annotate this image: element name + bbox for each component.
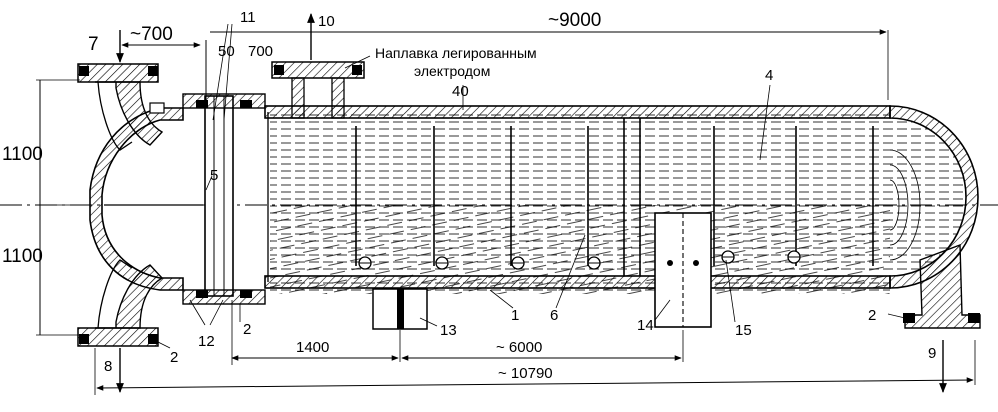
note-text: Наплавка легированным электродом (375, 45, 537, 79)
dim-6000: ~ 6000 (496, 339, 542, 356)
callout-4: 4 (765, 67, 773, 84)
nozzle-top-left (77, 63, 164, 151)
dim-10790: ~ 10790 (498, 365, 553, 382)
dim-1100-lower: 1100 (2, 246, 43, 267)
callout-12: 12 (198, 333, 215, 350)
dim-9000: ~9000 (548, 10, 601, 31)
callout-8: 8 (104, 358, 112, 375)
dim-1400: 1400 (296, 339, 329, 356)
callout-13: 13 (440, 322, 457, 339)
dim-700-left: ~700 (130, 24, 173, 45)
dimension-texts: ~700 ~9000 50 700 40 1100 1100 1400 ~ 60… (2, 10, 601, 382)
shell-body (264, 105, 891, 294)
callout-2c: 2 (868, 307, 876, 324)
callout-5: 5 (210, 167, 218, 184)
tube-bundle-rollers (358, 250, 801, 270)
support-14 (654, 212, 712, 328)
left-head (89, 102, 203, 291)
baffles (355, 118, 874, 276)
callout-1: 1 (511, 307, 519, 324)
nozzle-bottom-left (77, 259, 164, 347)
dimension-lines (36, 13, 976, 395)
callout-10: 10 (318, 13, 335, 30)
dim-40: 40 (452, 83, 469, 100)
right-head (889, 105, 979, 289)
nozzle-top (271, 61, 365, 119)
note-line-1: Наплавка легированным (375, 45, 537, 61)
dim-50: 50 (218, 43, 235, 60)
callout-15: 15 (735, 322, 752, 339)
nozzle-bottom-right (903, 244, 981, 329)
callout-9: 9 (928, 345, 936, 362)
dim-1100-upper: 1100 (2, 144, 43, 165)
callout-11: 11 (240, 9, 256, 26)
support-13 (372, 288, 428, 330)
callout-6: 6 (550, 307, 558, 324)
callout-2b: 2 (170, 349, 178, 366)
callout-2a: 2 (243, 321, 251, 338)
note-line-2: электродом (414, 63, 490, 79)
callout-numbers: 1 2 2 2 4 5 6 7 8 9 10 11 12 13 14 15 (88, 9, 936, 375)
callout-14: 14 (637, 317, 654, 334)
tube-sheet (182, 93, 266, 305)
callout-7: 7 (88, 34, 99, 55)
dim-700-top: 700 (248, 43, 273, 60)
